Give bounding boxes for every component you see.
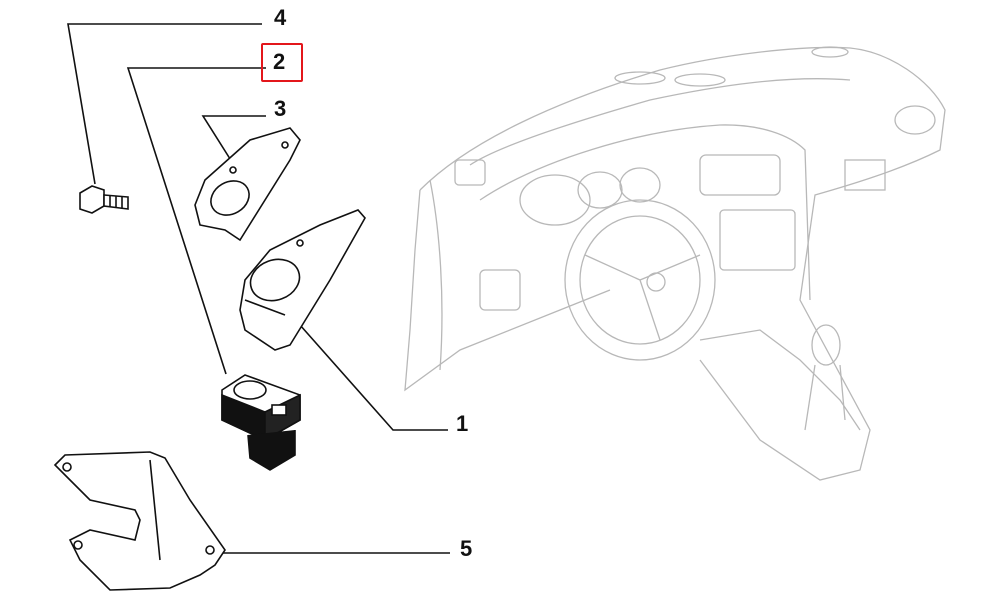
leader-line-4: [67, 23, 262, 185]
leader-line-2: [126, 67, 266, 375]
callout-1: 1: [456, 411, 469, 436]
leader-lines: [67, 23, 450, 554]
dashboard-illustration: [404, 46, 946, 481]
leader-line-3: [201, 115, 266, 163]
callout-2: 2: [273, 49, 286, 74]
part-3-plate: [194, 127, 301, 242]
callout-3: 3: [274, 96, 287, 121]
part-2-switch: [221, 374, 301, 471]
callout-5: 5: [460, 536, 473, 561]
callout-highlight-box: [261, 43, 303, 82]
part-4-bolt: [79, 185, 129, 214]
part-1-cover: [239, 209, 366, 351]
callout-4: 4: [274, 5, 287, 30]
part-5-bracket: [53, 451, 226, 591]
leader-line-1: [299, 324, 448, 431]
